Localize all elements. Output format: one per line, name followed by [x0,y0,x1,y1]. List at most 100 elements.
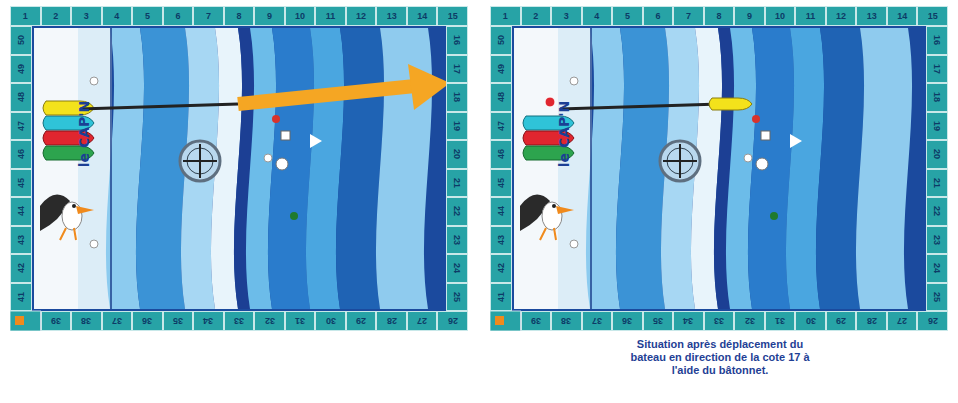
board-cell: 11 [315,6,346,26]
cote-number: 35 [173,316,183,326]
board-cell: 6 [643,6,674,26]
board-cell: 35 [163,311,194,331]
board-cell: 14 [407,6,438,26]
board-cell: 41 [490,283,512,312]
cote-number: 9 [747,11,752,21]
board-cell: 23 [446,226,468,255]
board-cell: 27 [407,311,438,331]
board-cell: 14 [887,6,918,26]
cote-number: 14 [417,11,427,21]
board-cell: 25 [446,283,468,312]
cote-number: 32 [265,316,275,326]
cote-number: 34 [683,316,693,326]
board-cell: 38 [71,311,102,331]
cote-number: 3 [84,11,89,21]
cote-number: 26 [448,316,458,326]
board-cell: 44 [10,197,32,226]
cote-number: 15 [928,11,938,21]
cote-number: 1 [503,11,508,21]
board-cell: 8 [224,6,255,26]
game-board: 1234567891011121314151617181920212223242… [490,6,948,331]
board-cell: 32 [734,311,765,331]
board-cell: 46 [490,140,512,169]
board-cell: 50 [10,26,32,55]
cote-number: 10 [295,11,305,21]
board-cell: 5 [612,6,643,26]
board-cell: 15 [437,6,468,26]
game-board: 1234567891011121314151617181920212223242… [10,6,468,331]
board-cell: 1 [490,6,521,26]
board-cell: 3 [551,6,582,26]
board-cell: 36 [612,311,643,331]
cote-number: 11 [806,11,816,21]
board-cell: 47 [10,112,32,141]
board-cell: 10 [765,6,796,26]
cote-number: 50 [16,35,26,45]
cote-number: 45 [16,178,26,188]
cote-number: 9 [267,11,272,21]
board-cell: 9 [254,6,285,26]
cote-number: 37 [592,316,602,326]
board-cell: 48 [10,83,32,112]
cote-number: 45 [496,178,506,188]
cote-number: 30 [806,316,816,326]
cote-number: 47 [496,121,506,131]
cote-number: 38 [81,316,91,326]
cote-number: 5 [145,11,150,21]
cote-number: 38 [561,316,571,326]
board-cell: 4 [582,6,613,26]
board-cell: 47 [490,112,512,141]
cote-number: 18 [932,92,942,102]
board-cell: 44 [490,197,512,226]
board-cell: 42 [490,254,512,283]
cote-number: 19 [932,121,942,131]
cote-number: 22 [932,206,942,216]
board-cell: 21 [446,169,468,198]
board-cell: 49 [490,55,512,84]
board-cell: 18 [926,83,948,112]
cote-number: 2 [533,11,538,21]
cote-number: 39 [531,316,541,326]
cote-number: 30 [326,316,336,326]
cote-number: 44 [496,206,506,216]
board-cell: 17 [926,55,948,84]
board-art [490,6,948,331]
cote-number: 33 [714,316,724,326]
cote-number: 6 [655,11,660,21]
board-cell: 31 [285,311,316,331]
board-cell: 26 [437,311,468,331]
cote-number: 22 [452,206,462,216]
cote-number: 29 [356,316,366,326]
cote-number: 16 [452,35,462,45]
cote-number: 41 [16,292,26,302]
cote-number: 12 [356,11,366,21]
caption: Situation après déplacement du bateau en… [620,338,820,377]
board-cell: 13 [856,6,887,26]
board-cell: 42 [10,254,32,283]
board-cell: 38 [551,311,582,331]
board-cell: 2 [41,6,72,26]
cote-number: 43 [16,235,26,245]
cote-number: 34 [203,316,213,326]
game-logo: le CAP'N [76,94,92,174]
board-cell: 5 [132,6,163,26]
board-cell: 31 [765,311,796,331]
board-cell: 39 [41,311,72,331]
board-cell: 16 [926,26,948,55]
cote-number: 11 [326,11,336,21]
board-cell: 39 [521,311,552,331]
cote-number: 4 [594,11,599,21]
cote-number: 28 [387,316,397,326]
board-cell: 17 [446,55,468,84]
board-cell: 23 [926,226,948,255]
cote-number: 15 [448,11,458,21]
cote-number: 46 [496,149,506,159]
cote-number: 35 [653,316,663,326]
board-cell: 6 [163,6,194,26]
board-cell: 20 [926,140,948,169]
cote-number: 25 [932,292,942,302]
cote-number: 23 [452,235,462,245]
board-cell: 33 [704,311,735,331]
board-cell: 9 [734,6,765,26]
board-cell: 2 [521,6,552,26]
